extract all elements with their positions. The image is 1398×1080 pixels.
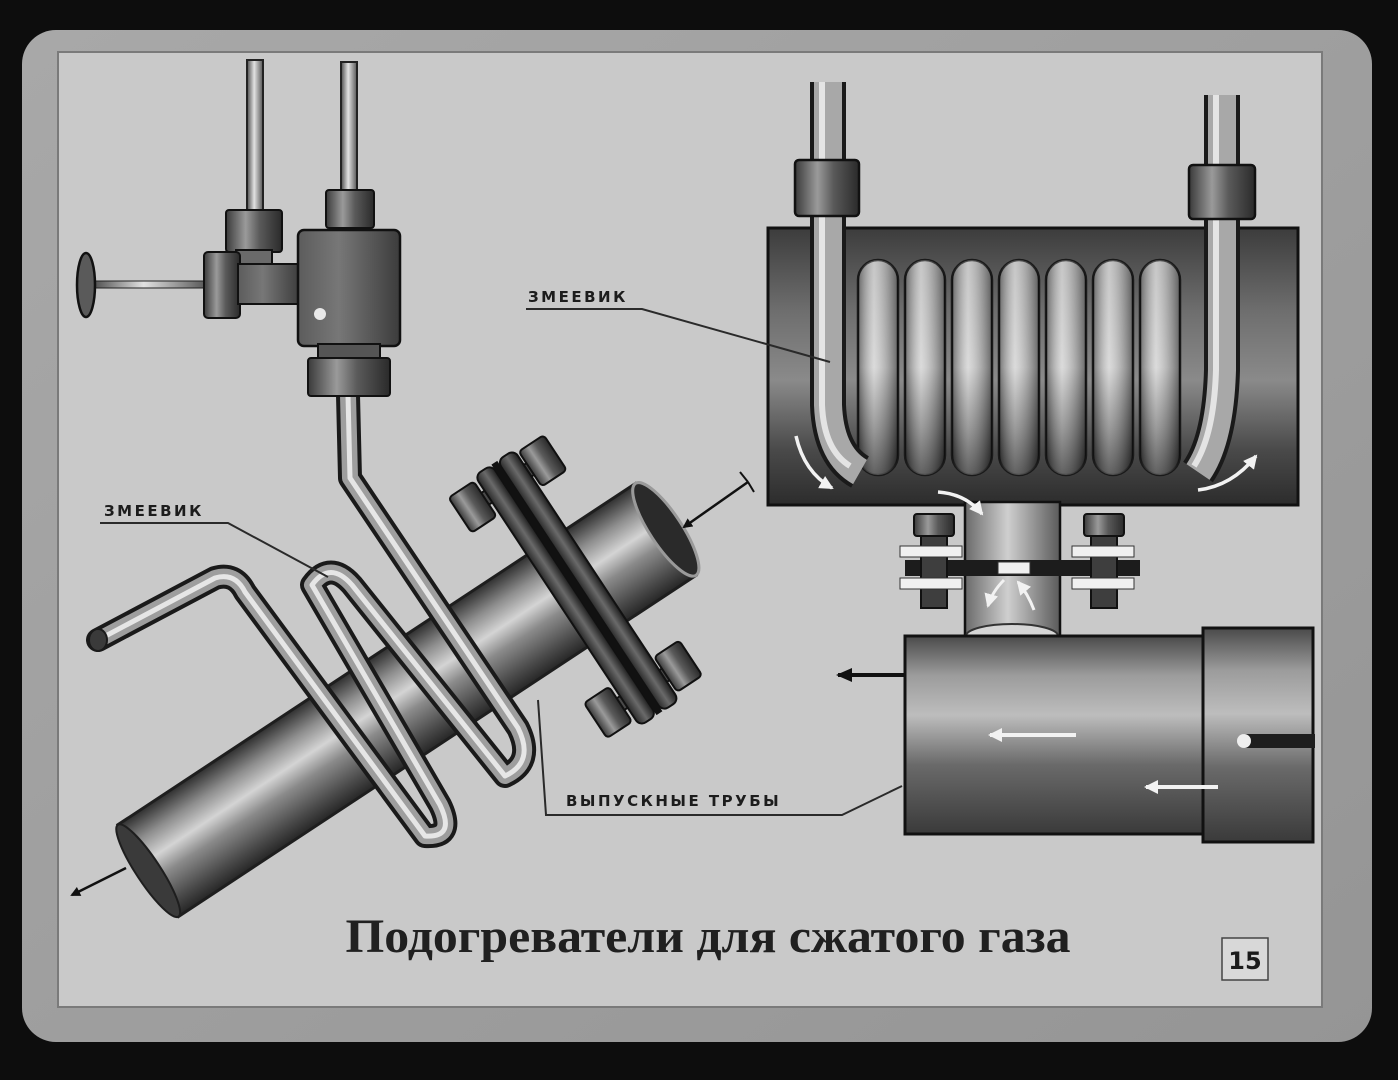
pipe-upper-end (631, 481, 701, 578)
pipe-flange (449, 435, 702, 738)
sleeve-slot (1243, 734, 1315, 748)
handwheel-icon (75, 251, 97, 319)
tube-nut (225, 209, 283, 253)
valve-body (296, 228, 402, 348)
gas-valve (75, 59, 402, 397)
pipe-lower-end (115, 823, 182, 919)
flow-arrow (1016, 580, 1036, 611)
label-text: ЗМЕЕВИК (104, 502, 204, 520)
inlet-tube (246, 59, 264, 216)
pipe-nut (793, 158, 861, 218)
flange-nut (654, 640, 702, 692)
flow-arrow (937, 490, 984, 516)
coil-supply-pipe-left (810, 82, 870, 488)
slide-number: 15 (1228, 947, 1261, 975)
pipe-nut (1187, 163, 1257, 221)
slide-number-badge: 15 (1221, 937, 1269, 981)
left-coil (86, 383, 537, 849)
flow-arrow (794, 435, 834, 490)
left-heater-assembly (70, 59, 755, 919)
label-exhaust-pipes: ВЫПУСКНЫЕ ТРУБЫ (537, 699, 903, 816)
label-text: ВЫПУСКНЫЕ ТРУБЫ (566, 792, 781, 810)
inclined-exhaust-pipe (115, 435, 702, 919)
flange-nut (584, 687, 632, 738)
outlet-tube (340, 61, 358, 198)
label-coil-left: ЗМЕЕВИК (100, 502, 329, 578)
flow-arrow (682, 480, 749, 529)
tube-nut (307, 357, 391, 397)
flange-nut (519, 435, 567, 487)
flow-arrow (1197, 454, 1258, 492)
neck-flange (899, 513, 1140, 609)
right-heater-assembly (766, 82, 1315, 844)
tube-nut (325, 189, 375, 229)
coil-supply-pipe-right (1182, 95, 1240, 483)
label-coil-top: ЗМЕЕВИК (526, 288, 831, 363)
flange-nut (449, 481, 497, 533)
flow-arrow (70, 866, 127, 897)
label-text: ЗМЕЕВИК (528, 288, 628, 306)
slide-title: Подогреватели для сжатого газа (346, 910, 1071, 963)
valve-stem (91, 280, 208, 289)
flow-arrow (984, 578, 1006, 608)
